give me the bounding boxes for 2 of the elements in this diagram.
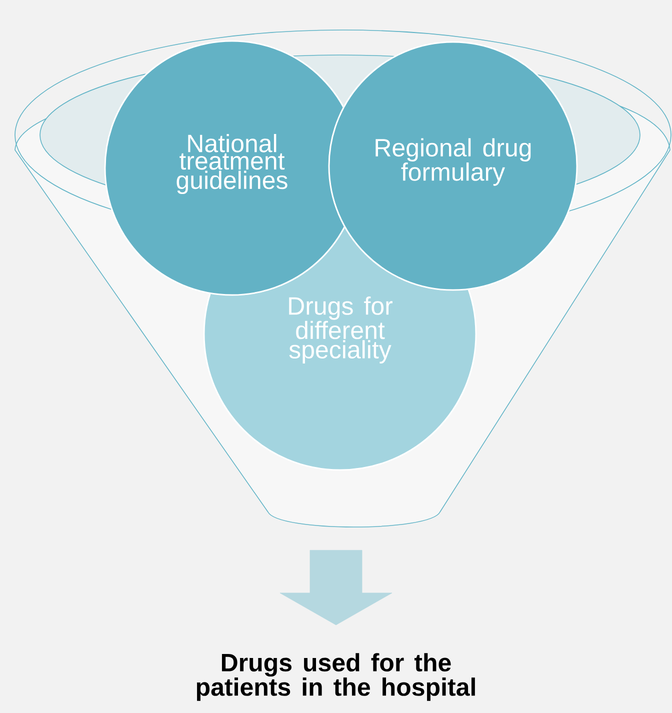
caption-text: Drugs used for the patients in the hospital: [196, 653, 475, 701]
block-arrow: [280, 550, 392, 626]
